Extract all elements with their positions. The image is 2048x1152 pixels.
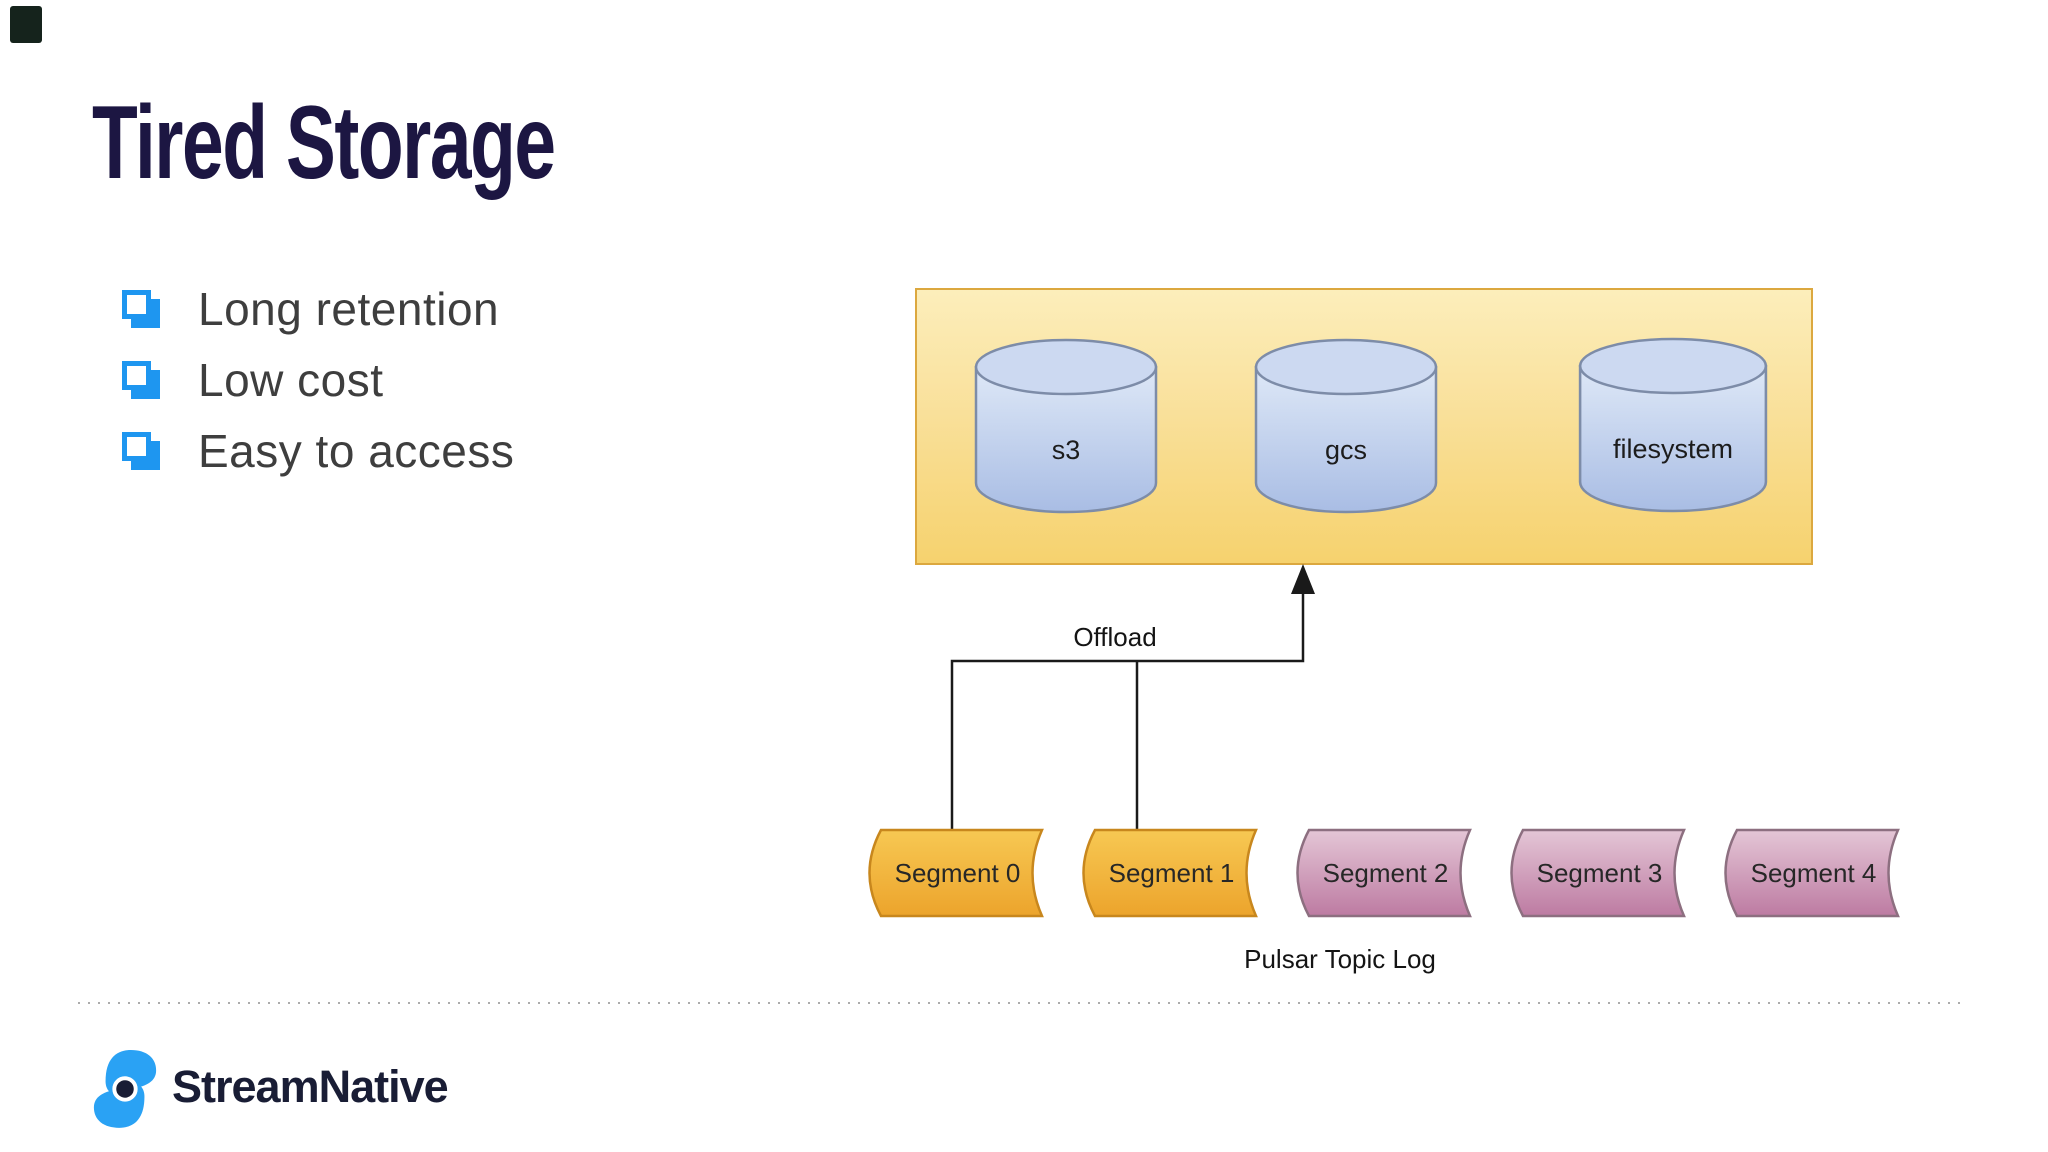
checkbox-bullet-icon (122, 361, 160, 399)
segment-label: Segment 2 (1322, 858, 1449, 888)
segment-shape (1082, 828, 1258, 918)
arrow-up-icon (1291, 564, 1315, 594)
diagram-caption: Pulsar Topic Log (1244, 944, 1436, 974)
dotted-divider (78, 1002, 1966, 1004)
database-cylinder-icon (974, 338, 1158, 514)
storage-cylinder-gcs: gcs (1253, 337, 1439, 515)
segment-4: Segment 4 (1711, 827, 1916, 919)
segment-label: Segment 3 (1536, 858, 1663, 888)
bullet-label: Easy to access (198, 425, 515, 477)
segment-shape (868, 828, 1044, 918)
corner-dark-mark (10, 6, 42, 43)
bullet-label: Low cost (198, 354, 384, 406)
bullet-item: Easy to access (122, 425, 515, 477)
storage-cylinder-filesystem: filesystem (1577, 336, 1769, 514)
tier-label: filesystem (1612, 434, 1734, 464)
database-cylinder-icon (1578, 337, 1768, 513)
segment-shape (1510, 828, 1686, 918)
streamnative-logo-icon (93, 1050, 157, 1128)
segment-2: Segment 2 (1283, 827, 1488, 919)
offload-label: Offload (1073, 622, 1157, 652)
segment-1: Segment 1 (1069, 827, 1274, 919)
brand-name: StreamNative (172, 1061, 449, 1112)
storage-cylinder-s3: s3 (973, 337, 1159, 515)
tier-label: s3 (1051, 435, 1081, 465)
bullet-item: Long retention (122, 283, 514, 335)
segment-shape (1724, 828, 1900, 918)
slide-title: Tired Storage (92, 85, 556, 201)
bullet-list: Long retention Low cost Easy to access (122, 283, 515, 497)
segment-label: Segment 1 (1108, 858, 1235, 888)
tier-label: gcs (1324, 435, 1368, 465)
segment-3: Segment 3 (1497, 827, 1702, 919)
segment-shape (1296, 828, 1472, 918)
bullet-label: Long retention (198, 283, 500, 335)
bullet-item: Low cost (122, 354, 514, 406)
checkbox-bullet-icon (122, 290, 160, 328)
segment-label: Segment 4 (1750, 858, 1877, 888)
segment-0: Segment 0 (855, 827, 1060, 919)
checkbox-bullet-icon (122, 432, 160, 470)
footer: StreamNative (90, 1044, 449, 1130)
segment-label: Segment 0 (894, 858, 1021, 888)
database-cylinder-icon (1254, 338, 1438, 514)
